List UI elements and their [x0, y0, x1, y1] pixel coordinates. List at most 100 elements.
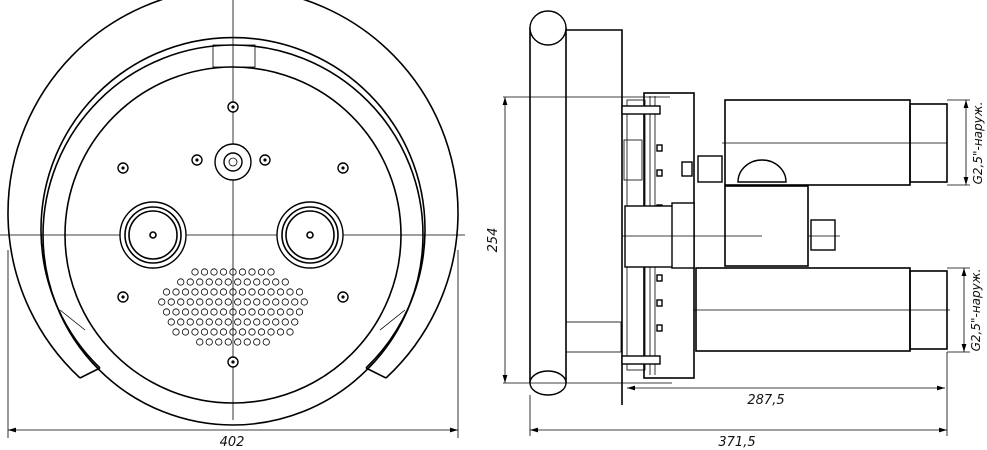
grille-hole [272, 318, 280, 326]
grille-hole [215, 298, 223, 306]
grille-hole [253, 338, 261, 346]
grille-hole [238, 328, 247, 336]
grille-hole [200, 328, 209, 336]
screw-center [121, 166, 125, 170]
grille-hole [219, 268, 228, 276]
grille-hole [172, 308, 180, 316]
grille-hole [219, 308, 228, 316]
grille-hole [253, 318, 261, 326]
sight-cap [737, 159, 787, 183]
side-view: 254 G2,5"-наруж. G2,5"-наруж. 287,5 371,… [486, 10, 985, 450]
grille-hole [205, 318, 213, 326]
screw-center [341, 295, 345, 299]
grille-hole [229, 268, 237, 276]
grille-hole [267, 288, 275, 296]
grille-hole [229, 308, 237, 316]
screw-center [195, 158, 199, 162]
handrail-tube [529, 27, 567, 383]
grille-hole [196, 338, 204, 346]
grille-hole [281, 298, 289, 306]
ring-end-right [365, 367, 387, 379]
grille-hole [248, 288, 256, 296]
grille-hole [205, 278, 213, 286]
grille-hole [181, 288, 190, 296]
grille-hole [234, 278, 242, 286]
grille-hole [196, 298, 204, 306]
bolt-top [621, 105, 661, 115]
grille-hole [276, 288, 285, 296]
grille-hole [215, 338, 223, 346]
grille-hole [158, 298, 166, 306]
grille-hole [243, 298, 251, 306]
grille-hole [215, 318, 223, 326]
grille-hole [224, 318, 232, 326]
grille-hole [191, 288, 199, 296]
grille-hole [205, 298, 213, 306]
grille-hole [172, 288, 180, 296]
grille-hole [291, 298, 299, 306]
grille-hole [196, 278, 204, 286]
grille-hole [238, 288, 247, 296]
grille-hole [177, 298, 185, 306]
grille-hole [224, 298, 232, 306]
grille-hole [210, 328, 218, 336]
grille-hole [295, 308, 304, 316]
grille-hole [219, 288, 228, 296]
grille-hole [257, 308, 266, 316]
bolt-bottom [621, 355, 661, 365]
side-clamp [623, 139, 643, 181]
grille-hole [248, 308, 256, 316]
stud [656, 169, 663, 177]
grille-hole [234, 298, 242, 306]
ring-joint-left [59, 309, 86, 331]
tube-section-top [529, 10, 567, 46]
grille-hole [210, 308, 218, 316]
grille-hole [253, 298, 261, 306]
grille-hole [167, 318, 175, 326]
grille-hole [281, 318, 289, 326]
jet-nozzle-right [276, 201, 344, 269]
grille-hole [191, 308, 199, 316]
screw-center [121, 295, 125, 299]
grille-hole [191, 328, 199, 336]
grille-hole [181, 308, 190, 316]
grille-hole [181, 328, 190, 336]
grille-hole [200, 268, 209, 276]
grille-hole [177, 318, 185, 326]
grille-hole [215, 278, 223, 286]
grille-hole [253, 278, 261, 286]
grille-hole [291, 318, 299, 326]
grille-hole [262, 338, 270, 346]
grille-hole [257, 328, 266, 336]
grille-hole [286, 308, 294, 316]
grille-hole [219, 328, 228, 336]
grille-hole [276, 328, 285, 336]
grille-hole [234, 338, 242, 346]
nozzle-nut [671, 202, 695, 269]
screw-center [231, 360, 235, 364]
grille-hole [205, 338, 213, 346]
grille-hole [281, 278, 289, 286]
grille-hole [200, 308, 209, 316]
grille-hole [267, 308, 275, 316]
grille-hole [224, 278, 232, 286]
grille-hole [257, 268, 266, 276]
top-bracket [212, 44, 256, 68]
thread-label-bottom: G2,5"-наруж. [969, 269, 983, 352]
grille-hole [238, 268, 247, 276]
block-plug [810, 219, 836, 251]
screw-center [263, 158, 267, 162]
grille-hole [210, 288, 218, 296]
grille-hole [167, 298, 175, 306]
dimension-depth-total-label: 371,5 [718, 435, 755, 450]
grille-hole [262, 278, 270, 286]
air-screw [681, 161, 693, 177]
dimension-height-label: 254 [486, 228, 501, 253]
grille-hole [191, 268, 199, 276]
grille-hole [248, 328, 256, 336]
screw-center [341, 166, 345, 170]
grille-hole [243, 338, 251, 346]
lower-pipe [695, 267, 911, 352]
grille-hole [286, 328, 294, 336]
dimension-width-label: 402 [220, 435, 245, 450]
